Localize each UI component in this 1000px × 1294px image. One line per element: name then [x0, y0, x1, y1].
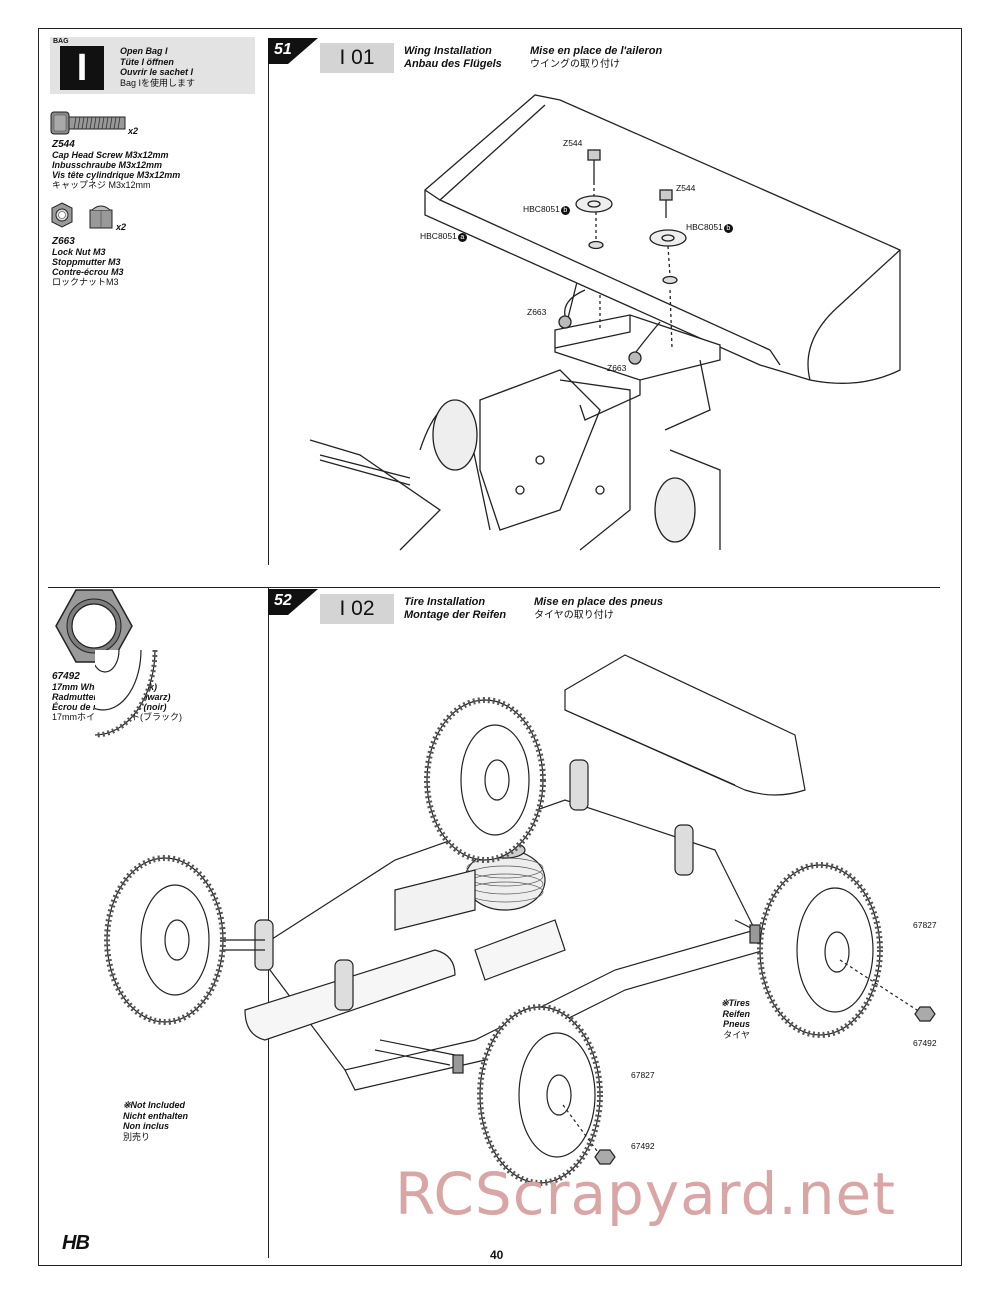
label-67492-b: 67492 — [631, 1141, 655, 1151]
cap-screw-icon — [50, 111, 126, 135]
label-67827-a: 67827 — [913, 920, 937, 930]
step-number-51: 51 — [268, 38, 318, 64]
label-z663-a: Z663 — [527, 307, 547, 317]
label-z544-b: Z544 — [676, 183, 696, 193]
bag-word: BAG — [53, 38, 69, 45]
step-title-51-alt: Mise en place de l'aileron ウイングの取り付け — [530, 45, 663, 70]
wheel-nut-icon — [55, 589, 133, 663]
step-code-i01: I 01 — [320, 43, 394, 73]
step-code-i02: I 02 — [320, 594, 394, 624]
lock-nut-icon — [51, 202, 113, 229]
tires-note: ※Tires Reifen Pneus タイヤ — [721, 998, 750, 1040]
part-qty-z544: x2 — [128, 126, 139, 136]
step-title-52: Tire Installation Montage der Reifen — [404, 596, 507, 621]
page-frame — [38, 28, 962, 1266]
step-number-52: 52 — [268, 589, 318, 615]
step-title-52-alt: Mise en place des pneus タイヤの取り付け — [534, 596, 663, 621]
label-67492-a: 67492 — [913, 1038, 937, 1048]
step-title-51: Wing Installation Anbau des Flügels — [404, 45, 502, 70]
wing-assembly-diagram — [309, 94, 901, 551]
step-divider — [48, 587, 940, 588]
part-z544: Z544 Cap Head Screw M3x12mm Inbusschraub… — [52, 139, 181, 191]
page-number: 40 — [490, 1248, 504, 1262]
column-divider-top — [268, 38, 269, 565]
bag-letter: I — [60, 46, 104, 90]
part-z663: Z663 Lock Nut M3 Stoppmutter M3 Contre-é… — [52, 236, 124, 288]
label-67827-b: 67827 — [631, 1070, 655, 1080]
part-qty-z663: x2 — [116, 222, 127, 232]
label-z544-a: Z544 — [563, 138, 583, 148]
watermark: RCScrapyard.net — [395, 1160, 896, 1228]
tire-installation-diagram — [95, 650, 936, 1186]
not-included-note: ※Not Included Nicht enthalten Non inclus… — [123, 1100, 189, 1142]
bag-instructions: Open Bag I Tüte I öffnen Ouvrir le sache… — [120, 46, 196, 88]
label-z663-b: Z663 — [607, 363, 627, 373]
hb-logo: HB — [62, 1232, 90, 1254]
